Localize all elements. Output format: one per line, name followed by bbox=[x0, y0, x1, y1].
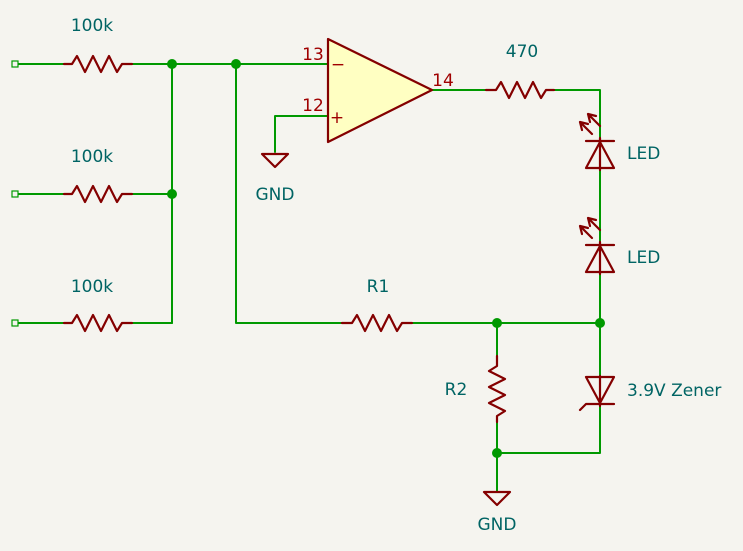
ground-bottom[interactable]: GND bbox=[478, 490, 517, 535]
opamp-plus-sign: + bbox=[330, 108, 344, 128]
resistor-r2-label: R2 bbox=[445, 380, 468, 400]
opamp-pin-output: 14 bbox=[432, 71, 454, 91]
opamp-minus-sign: − bbox=[331, 55, 345, 75]
resistor-input-2[interactable]: 100k bbox=[62, 147, 134, 204]
junction-feedback bbox=[231, 59, 241, 69]
input-port-1[interactable] bbox=[11, 60, 19, 68]
zener-body-icon bbox=[578, 374, 616, 412]
opamp-pin-noninverting: 12 bbox=[302, 96, 324, 116]
opamp-body bbox=[326, 37, 434, 144]
wire-feedback-left bbox=[235, 63, 343, 324]
led-1[interactable]: LED bbox=[578, 112, 660, 172]
resistor-input-1-label: 100k bbox=[71, 16, 113, 36]
junction-led-node bbox=[595, 318, 605, 328]
resistor-470-label: 470 bbox=[506, 42, 538, 62]
led-2-light-arrows-icon bbox=[578, 216, 602, 240]
resistor-input-1[interactable]: 100k bbox=[62, 16, 134, 74]
opamp-pin-inverting: 13 bbox=[302, 45, 324, 65]
zener-diode[interactable]: 3.9V Zener bbox=[578, 374, 721, 412]
junction-summing-mid bbox=[167, 189, 177, 199]
ground-bottom-label: GND bbox=[478, 515, 517, 535]
wire-470-to-led bbox=[553, 89, 601, 139]
resistor-input-3[interactable]: 100k bbox=[62, 277, 134, 333]
led-1-label: LED bbox=[627, 144, 660, 164]
resistor-r2[interactable]: R2 bbox=[445, 354, 507, 424]
led-2[interactable]: LED bbox=[578, 216, 660, 276]
resistor-r1-label: R1 bbox=[367, 277, 390, 297]
resistor-input-3-label: 100k bbox=[71, 277, 113, 297]
junction-ground bbox=[492, 448, 502, 458]
zener-label: 3.9V Zener bbox=[627, 381, 721, 401]
ground-opamp-label: GND bbox=[256, 185, 295, 205]
led-2-body-icon bbox=[584, 240, 616, 276]
ground-symbol-icon bbox=[260, 152, 290, 169]
junction-summing-top bbox=[167, 59, 177, 69]
wire-noninverting bbox=[274, 115, 331, 153]
ground-opamp[interactable]: GND bbox=[256, 152, 295, 205]
opamp[interactable]: 13 12 14 − + bbox=[302, 37, 454, 144]
led-1-body-icon bbox=[584, 136, 616, 172]
input-port-3[interactable] bbox=[11, 319, 19, 327]
resistor-470[interactable]: 470 bbox=[484, 42, 556, 100]
ground-symbol-icon bbox=[482, 490, 512, 507]
wire-zener-to-ground bbox=[496, 405, 601, 454]
led-2-label: LED bbox=[627, 248, 660, 268]
resistor-r1[interactable]: R1 bbox=[340, 277, 414, 333]
resistor-input-2-label: 100k bbox=[71, 147, 113, 167]
led-1-light-arrows-icon bbox=[578, 112, 602, 136]
junction-r2 bbox=[492, 318, 502, 328]
input-port-2[interactable] bbox=[11, 190, 19, 198]
